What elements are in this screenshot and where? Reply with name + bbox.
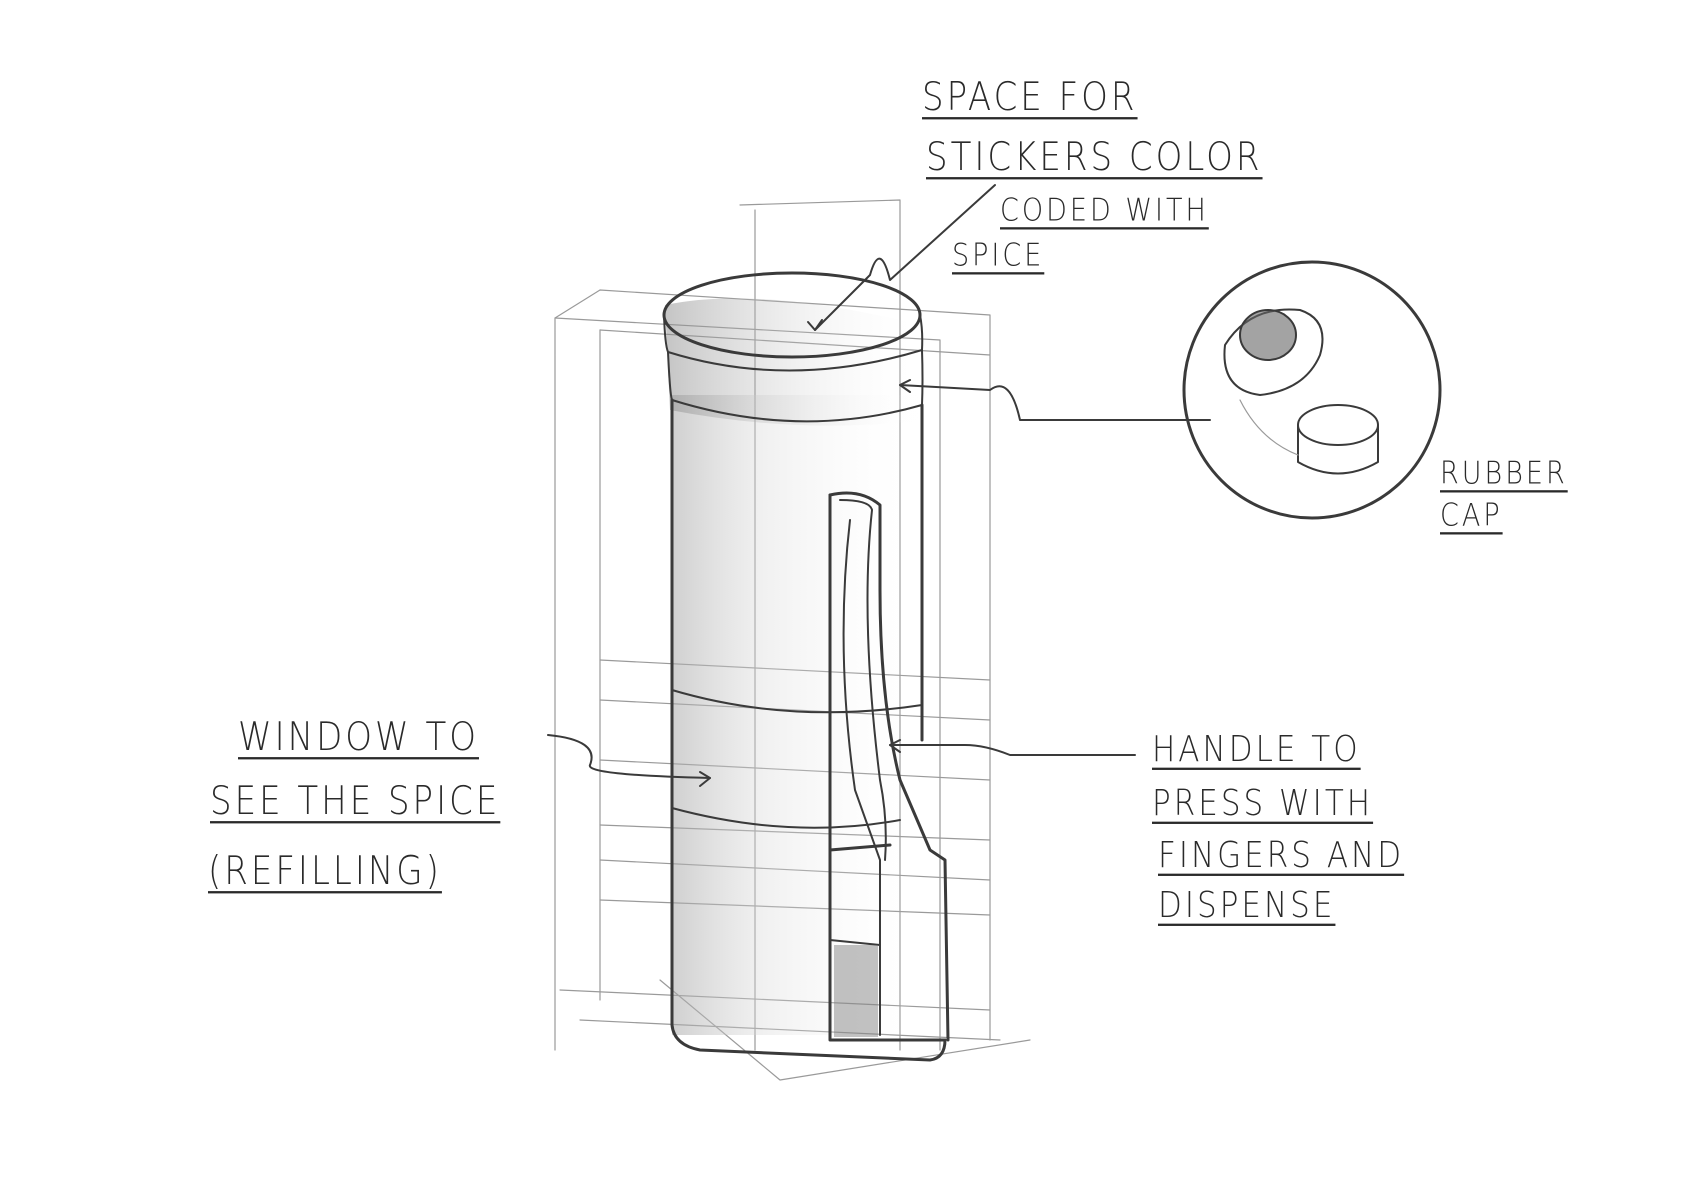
handle-drawing [828,491,950,1042]
body-shade [672,395,922,1035]
label-cap: CAP [1440,497,1503,534]
label-refilling: (REFILLING) [208,848,442,895]
label-stickers-color: STICKERS COLOR [926,134,1263,181]
label-handle-to: HANDLE TO [1152,728,1361,770]
label-window-to: WINDOW TO [238,714,479,761]
cap-shade [665,298,925,426]
label-coded-with: CODED WITH [1000,192,1209,229]
label-spice: SPICE [952,237,1045,274]
leader-lines [547,184,1211,787]
label-space-for: SPACE FOR [922,74,1138,121]
cap-drawing [662,271,924,423]
label-see-the-spice: SEE THE SPICE [210,778,501,825]
label-dispense: DISPENSE [1158,884,1336,926]
body-outline [670,398,947,1062]
label-press-with: PRESS WITH [1152,782,1374,824]
label-rubber: RUBBER [1440,455,1568,492]
label-fingers-and: FINGERS AND [1158,834,1405,876]
rubber-cap-detail [1182,260,1442,520]
